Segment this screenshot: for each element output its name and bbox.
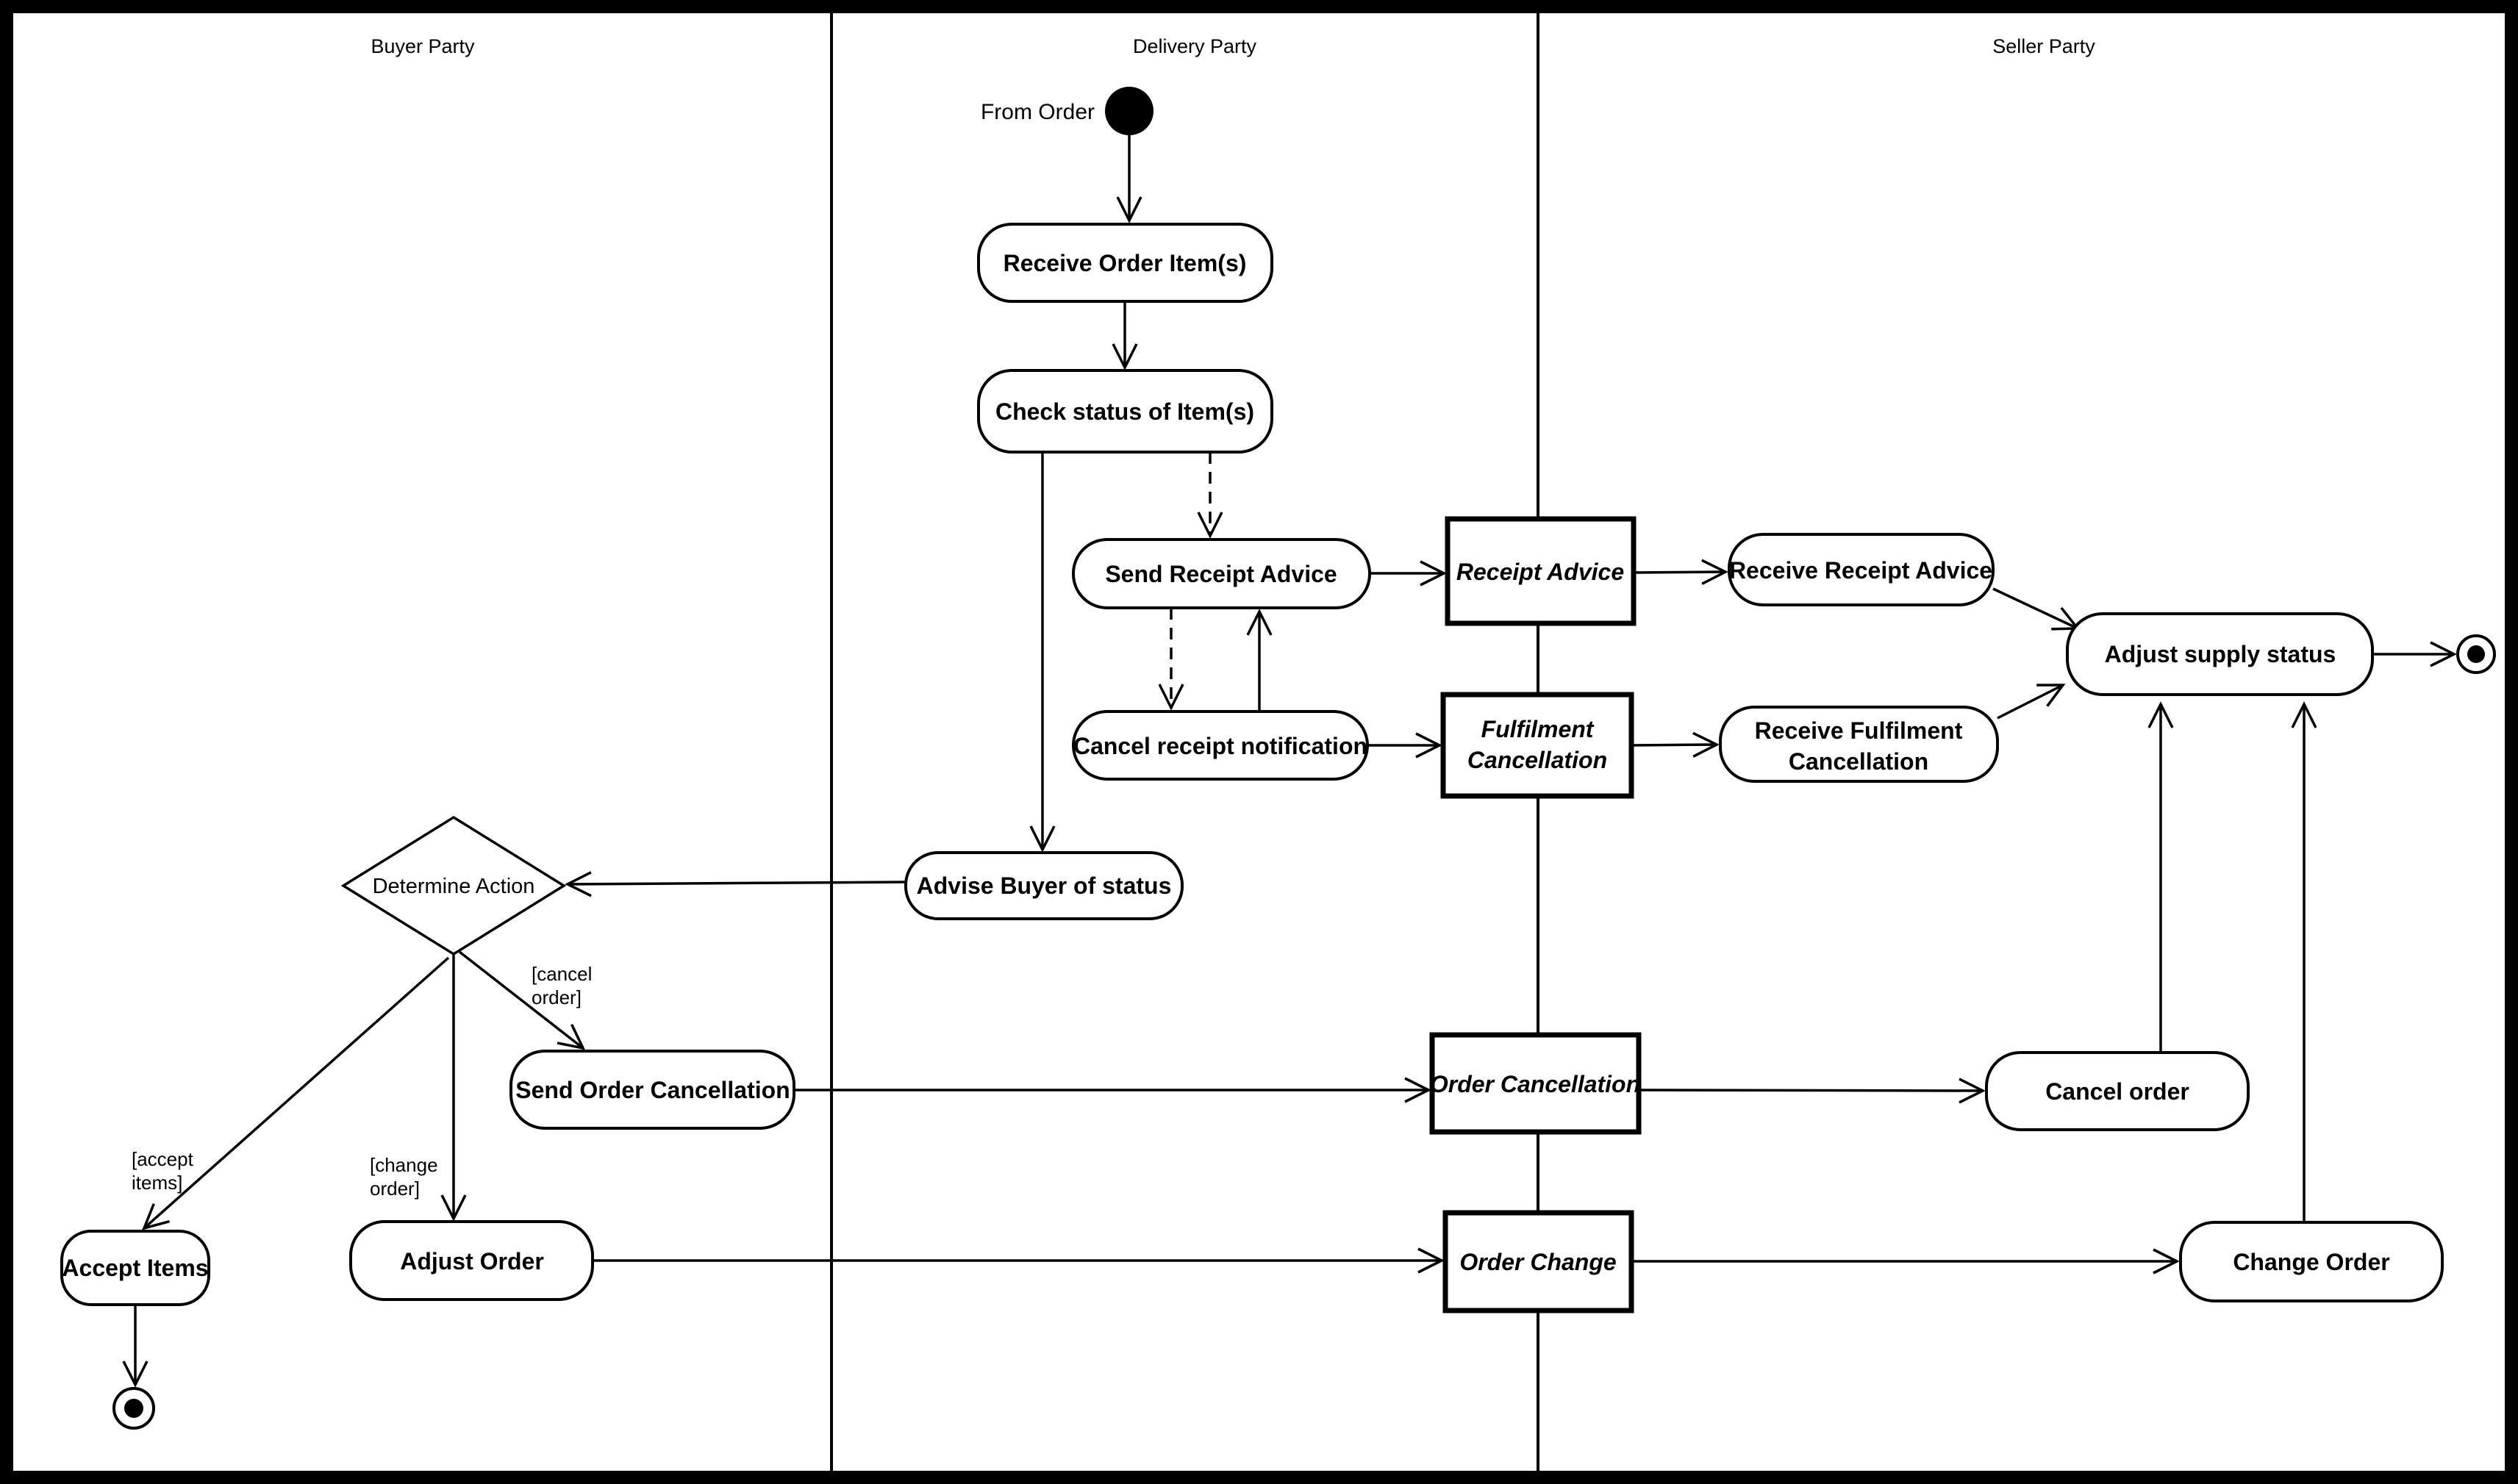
guard-accept-items-line1: [accept: [132, 1148, 194, 1170]
activity-check-status-items-label: Check status of Item(s): [995, 398, 1254, 425]
lane-label-seller-party: Seller Party: [1992, 35, 2095, 57]
edge-order-cancellation-to-cancel-order: [1638, 1078, 1986, 1104]
decision-determine-action: [340, 815, 567, 956]
lane-label-delivery-party: Delivery Party: [1133, 35, 1257, 57]
activity-accept-items-label: Accept Items: [62, 1255, 208, 1281]
object-order-cancellation: [1429, 1032, 1642, 1135]
final-node-seller-inner: [2467, 645, 2485, 663]
activity-change-order-label: Change Order: [2233, 1249, 2389, 1275]
object-fulfilment-cancellation: [1440, 692, 1634, 799]
object-fulfilment-cancellation-label-line2: Cancellation: [1467, 747, 1607, 773]
guard-change-order-line1: [change: [370, 1154, 438, 1176]
activity-adjust-order: [349, 1220, 594, 1301]
guard-cancel-order-line2: order]: [532, 986, 582, 1008]
object-order-cancellation-label: Order Cancellation: [1430, 1071, 1640, 1097]
activity-receive-fulfilment-cancellation-label-line2: Cancellation: [1789, 748, 1928, 775]
edge-advise-buyer-to-determine-action: [565, 871, 906, 897]
activity-adjust-supply-status: [2066, 612, 2374, 696]
activity-receive-fulfilment-cancellation-label-line1: Receive Fulfilment: [1755, 717, 1963, 744]
activity-receive-receipt-advice: [1728, 533, 1995, 606]
activity-advise-buyer-of-status: [904, 851, 1184, 920]
activity-receive-receipt-advice-label: Receive Receipt Advice: [1729, 557, 1992, 584]
activity-send-receipt-advice-label: Send Receipt Advice: [1105, 561, 1337, 587]
activity-advise-buyer-of-status-label: Advise Buyer of status: [917, 872, 1172, 899]
activity-check-status-items: [977, 369, 1273, 454]
object-fulfilment-cancellation-label-line1: Fulfilment: [1481, 716, 1595, 742]
object-order-change: [1442, 1210, 1634, 1313]
object-receipt-advice-label: Receipt Advice: [1456, 559, 1624, 585]
activity-cancel-receipt-notification: [1072, 710, 1369, 781]
activity-send-order-cancellation: [509, 1050, 795, 1130]
activity-accept-items: [60, 1230, 210, 1306]
activity-send-order-cancellation-label: Send Order Cancellation: [515, 1077, 790, 1103]
activity-receive-order-items-label: Receive Order Item(s): [1004, 250, 1247, 276]
final-node-buyer-inner: [124, 1399, 143, 1418]
initial-node: [1105, 87, 1154, 135]
edge-receive-fulfilment-to-adjust-supply: [1997, 684, 2066, 720]
guard-accept-items-line2: items]: [132, 1172, 182, 1194]
object-receipt-advice: [1445, 516, 1637, 626]
activity-send-receipt-advice: [1072, 538, 1371, 609]
activity-change-order: [2179, 1221, 2444, 1302]
guard-cancel-order-line1: [cancel: [532, 963, 592, 985]
activity-adjust-supply-status-label: Adjust supply status: [2105, 641, 2336, 667]
decision-determine-action-label: Determine Action: [373, 875, 535, 898]
edge-receipt-advice-to-receive-receipt: [1633, 559, 1728, 585]
object-order-change-label: Order Change: [1459, 1249, 1616, 1275]
lane-label-buyer-party: Buyer Party: [371, 35, 475, 57]
activity-cancel-order: [1985, 1051, 2250, 1131]
activity-cancel-order-label: Cancel order: [2045, 1078, 2189, 1105]
activity-cancel-receipt-notification-label: Cancel receipt notification: [1073, 733, 1367, 759]
activity-receive-order-items: [977, 223, 1273, 303]
initial-node-label: From Order: [981, 100, 1095, 124]
activity-receive-fulfilment-cancellation: [1719, 706, 1999, 783]
activity-adjust-order-label: Adjust Order: [400, 1248, 544, 1275]
edge-determine-action-to-send-order-cancellation: [458, 950, 586, 1050]
edge-receive-receipt-to-adjust-supply: [1992, 587, 2081, 631]
edge-determine-action-to-accept-items: [142, 956, 450, 1230]
guard-change-order-line2: order]: [370, 1177, 420, 1200]
